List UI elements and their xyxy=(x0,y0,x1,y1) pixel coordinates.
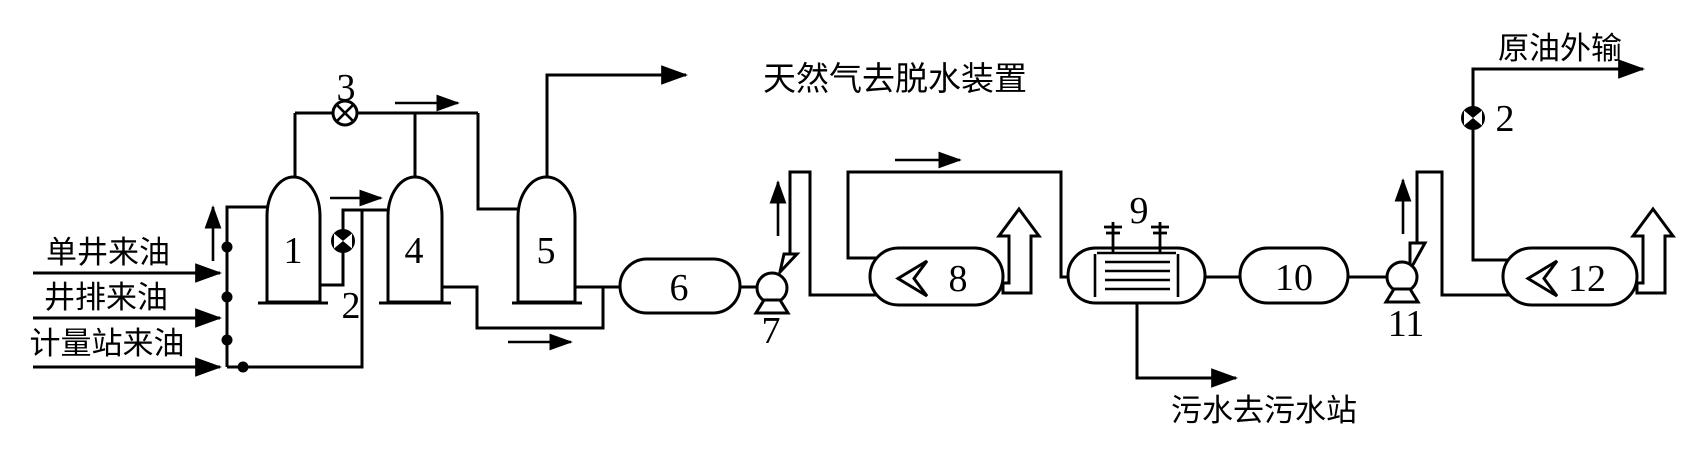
horizontal-vessels xyxy=(618,206,1676,315)
tag-heater-8: 8 xyxy=(949,258,968,300)
junction-dot xyxy=(221,334,233,346)
feed-collector-pipe xyxy=(225,205,280,367)
vertical-vessels xyxy=(258,175,582,305)
tag-valve-2: 2 xyxy=(342,285,361,327)
vessel-5 xyxy=(516,175,577,304)
pump7-discharge-pipe xyxy=(788,170,885,297)
vessel-4 xyxy=(386,175,444,304)
junction-dots xyxy=(221,241,249,373)
tag-valve-2-export: 2 xyxy=(1496,98,1515,140)
gas-outlet-label: 天然气去脱水装置 xyxy=(763,59,1027,98)
pump-7-icon xyxy=(753,252,801,315)
tag-vessel-6: 6 xyxy=(670,267,689,309)
crude-export-pipe xyxy=(1471,59,1646,262)
tag-heater-12: 12 xyxy=(1568,258,1606,300)
labels: 单井来油 井排来油 计量站来油 天然气去脱水装置 原油外输 污水去污水站 1 2… xyxy=(30,31,1623,429)
vessel-1 xyxy=(265,175,322,304)
burner-icon xyxy=(1525,259,1559,298)
junction-dot xyxy=(237,361,249,373)
pump11-discharge-pipe xyxy=(1415,170,1512,297)
valve-3-icon xyxy=(331,99,359,127)
bypass-pipe xyxy=(227,210,364,369)
tag-vessel-5: 5 xyxy=(537,230,556,272)
valves xyxy=(331,99,1485,253)
pump-11-icon xyxy=(1383,241,1428,304)
pumps xyxy=(753,241,1428,315)
wastewater-pipe xyxy=(1135,300,1239,388)
valve-2-export-icon xyxy=(1461,106,1485,130)
junction-dot xyxy=(221,241,233,253)
dehydrator-internals xyxy=(1093,251,1180,297)
oil-export-label: 原油外输 xyxy=(1498,31,1622,67)
vessel-10 xyxy=(1238,246,1350,305)
feed-label-2: 井排来油 xyxy=(44,280,168,316)
dehydrator-9 xyxy=(1066,246,1207,305)
electrode-insulators-icon xyxy=(1104,222,1169,253)
vessel-6 xyxy=(618,257,742,315)
tag-vessel-4: 4 xyxy=(405,230,424,272)
heater-12 xyxy=(1501,246,1639,307)
wastewater-label: 污水去污水站 xyxy=(1171,393,1357,429)
gas-offtake-pipe xyxy=(545,65,689,182)
stack-vent-arrow-icon xyxy=(996,206,1042,295)
stack-vent-arrow-icon xyxy=(1630,206,1676,295)
tag-pump-7: 7 xyxy=(762,310,781,352)
valve-2-icon xyxy=(331,229,355,253)
tag-vessel-1: 1 xyxy=(284,230,303,272)
tag-vessel-10: 10 xyxy=(1275,257,1313,299)
tag-pump-11: 11 xyxy=(1388,303,1425,345)
heater-8 xyxy=(868,246,1005,307)
vessel4-outlet-pipe xyxy=(435,285,605,330)
feed-label-3: 计量站来油 xyxy=(30,326,185,362)
tag-valve-3: 3 xyxy=(337,67,356,109)
vessel5-inlet-pipe xyxy=(476,113,530,211)
heater8-to-9-pipe xyxy=(846,170,1080,279)
burner-icon xyxy=(895,259,929,298)
tag-dehydrator-9: 9 xyxy=(1130,190,1149,232)
junction-dot xyxy=(221,291,233,303)
feed-label-1: 单井来油 xyxy=(46,235,170,271)
